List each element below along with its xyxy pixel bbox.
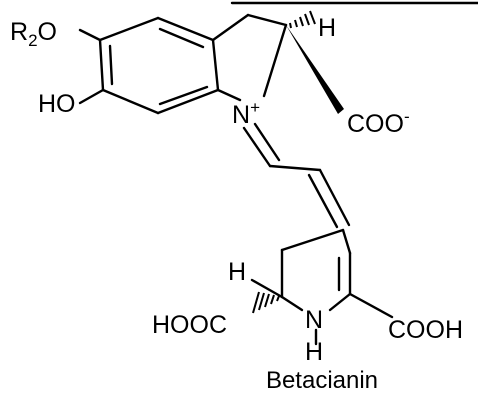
n-ring-label: N (305, 306, 323, 334)
bond-c3a-c7a (211, 38, 220, 92)
bond-ca-cb (268, 164, 322, 172)
bond-n-ca-double (253, 122, 281, 162)
pyrrolidine-ring (211, 13, 288, 102)
h-top-label: H (318, 14, 336, 42)
nh-label: H (305, 338, 323, 366)
bond-c6-oh (78, 88, 105, 105)
coo-label: COO- (347, 107, 410, 138)
bond-c7-c6 (101, 88, 160, 115)
c2-lower-stereo (250, 278, 284, 314)
double-bond-inner-3 (108, 44, 114, 86)
cooh-label: COOH (388, 316, 463, 344)
molecule-name-caption: Betacianin (266, 367, 378, 394)
hooc-label: HOOC (152, 311, 227, 339)
bond-c2-n (280, 295, 304, 312)
bond-c4-c3 (280, 228, 345, 252)
hashed-bond-h-top (289, 10, 316, 29)
bond-c3-c2 (246, 13, 288, 27)
double-bond-inner-1 (158, 27, 205, 49)
conjugated-chain (242, 122, 351, 229)
c2-stereo (286, 10, 344, 114)
ho-label: HO (38, 90, 76, 118)
bond-c7a-c7 (156, 88, 220, 115)
bond-c6-cooh (348, 292, 394, 319)
h-left-label: H (228, 258, 246, 286)
bond-c4-c3a (156, 16, 215, 42)
bond-c2-h (250, 278, 284, 299)
n-plus-label: N+ (232, 98, 260, 129)
wedge-bond-coo (286, 25, 344, 114)
bond-cb-c4-double (307, 173, 339, 229)
bond-c7a-n1 (216, 88, 242, 102)
bond-cb-c4 (318, 168, 351, 227)
bond-c2-n1 (262, 23, 288, 98)
bond-n-c6 (328, 292, 352, 312)
bond-n-ca (242, 126, 272, 168)
bond-c5-o (78, 28, 102, 42)
hashed-bond-hooc (252, 291, 280, 314)
benzene-ring (98, 16, 220, 115)
r2o-label: R2O (10, 18, 57, 50)
bond-c5-c4 (98, 16, 160, 42)
bond-c3a-c3 (211, 13, 250, 42)
bond-c6-c5 (98, 38, 105, 92)
bond-c5-c4 (341, 228, 352, 255)
double-bond-inner-2 (158, 85, 209, 106)
pyridine-ring (280, 228, 394, 346)
